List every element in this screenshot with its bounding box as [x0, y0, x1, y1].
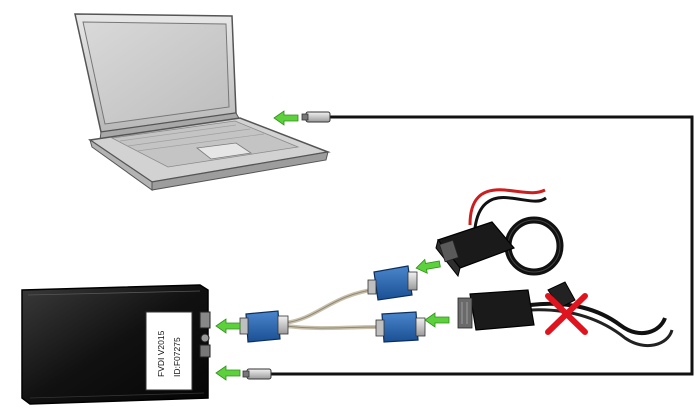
- green-arrow-icon: [215, 318, 241, 334]
- red-x-icon: [545, 293, 588, 335]
- db-connector-lower: [375, 311, 426, 343]
- splitter-cable: [284, 287, 384, 331]
- power-adapter: [457, 281, 674, 348]
- db-connector-upper: [367, 265, 418, 301]
- green-arrow-icon: [273, 110, 299, 126]
- db-connector-main: [239, 310, 289, 343]
- obd-interface-icon: FVDI V2015 ID:F07275: [21, 284, 211, 405]
- green-arrow-icon: [424, 312, 450, 328]
- laptop-icon: [74, 13, 331, 191]
- usb-cable: [242, 111, 694, 380]
- device-label-line1: FVDI V2015: [156, 330, 166, 377]
- green-arrow-icon: [415, 258, 441, 274]
- device-label-line2: ID:F07275: [172, 337, 182, 377]
- green-arrow-icon: [215, 365, 241, 381]
- clamp-adapter: [435, 188, 564, 278]
